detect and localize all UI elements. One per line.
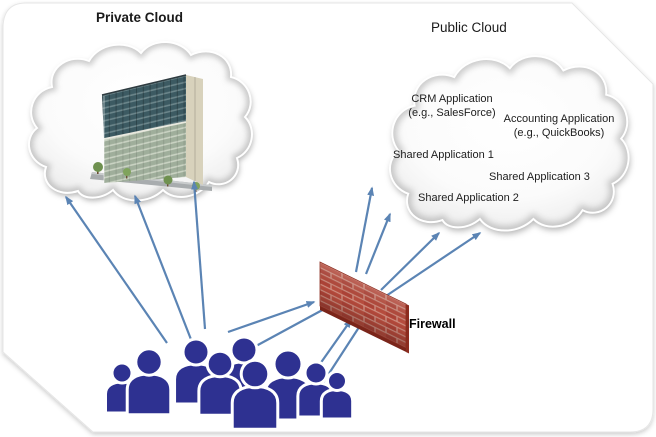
arrow-users-to-private-cloud-3 (191, 180, 207, 330)
app-label-shared-1: Shared Application 1 (393, 149, 494, 161)
app-example: (e.g., SalesForce) (408, 107, 496, 119)
app-label-crm: CRM Application (e.g., SalesForce) (396, 92, 508, 120)
app-label-shared-2: Shared Application 2 (418, 192, 519, 204)
firewall-wall (319, 261, 409, 354)
person-icon (319, 369, 355, 421)
arrow-firewall-to-public-cloud-2 (364, 212, 392, 275)
person-icon (230, 358, 280, 431)
app-example: (e.g., QuickBooks) (513, 127, 605, 139)
person-icon (197, 349, 243, 417)
arrow-users-to-private-cloud-1 (65, 195, 168, 344)
app-name: CRM Application (411, 93, 493, 105)
app-name: Accounting Application (503, 113, 615, 125)
private-cloud-title: Private Cloud (96, 10, 184, 25)
public-cloud-title: Public Cloud (431, 20, 507, 35)
arrow-firewall-to-public-cloud-3 (380, 231, 441, 291)
user-crowd (104, 335, 355, 431)
app-label-shared-3: Shared Application 3 (489, 171, 590, 183)
arrow-users-to-firewall-1 (227, 300, 316, 334)
arrow-firewall-to-public-cloud-4 (385, 232, 482, 297)
arrow-users-to-private-cloud-2 (133, 194, 194, 343)
app-label-accounting: Accounting Application (e.g., QuickBooks… (494, 112, 624, 140)
person-icon (125, 347, 173, 417)
arrow-firewall-to-public-cloud-1 (354, 186, 375, 273)
office-building-illustration (90, 74, 212, 192)
firewall-label: Firewall (409, 317, 456, 331)
